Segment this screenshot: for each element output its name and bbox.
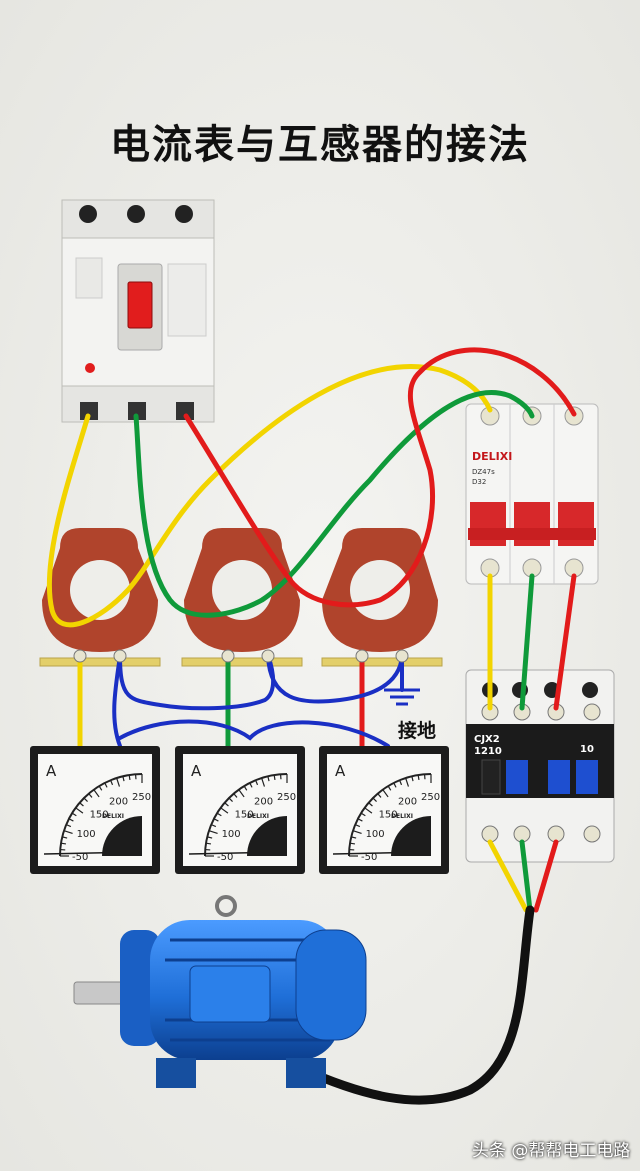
tick-label: -50 [72,852,88,863]
tick-label: 200 [398,797,417,808]
meter-brand: DELIXI [102,813,124,820]
ground-symbol-icon [384,688,420,706]
tick-label: 150 [379,810,398,821]
phase-wires [46,347,577,711]
ground-label: 接地 [398,720,437,742]
tick-label: 150 [90,810,109,821]
contactor-model-2: 1210 [474,746,502,757]
motor-icon [73,895,367,1088]
ct-terminals [73,649,409,663]
tick-label: 100 [222,829,241,840]
current-transformer-2 [181,528,303,667]
miniature-breaker: DELIXI DZ47s D32 [465,403,599,585]
contactor-model-1: CJX2 [474,734,500,745]
watermark: 头条 @帮帮电工电路 [472,1141,631,1161]
meter-brand: DELIXI [247,813,269,820]
molded-case-breaker [61,199,215,423]
tick-label: 200 [109,797,128,808]
breaker-rating: D32 [472,478,486,486]
page-title: 电流表与互感器的接法 [110,122,530,168]
meter-brand: DELIXI [391,813,413,820]
breaker-brand: DELIXI [472,450,512,463]
unit-label: A [46,762,57,780]
ac-contactor: CJX2 1210 10 [465,669,615,863]
motor-cable [295,839,559,1105]
mccb-switch-icon [127,281,153,329]
tick-label: 100 [77,829,96,840]
tick-label: 100 [366,829,385,840]
tick-label: 250 [277,792,296,803]
tick-label: 200 [254,797,273,808]
tick-label: 250 [421,792,440,803]
contactor-number: 10 [580,744,594,755]
tick-label: 250 [132,792,151,803]
unit-label: A [191,762,202,780]
tick-label: -50 [217,852,233,863]
secondary-wires [77,653,404,749]
tick-label: 150 [235,810,254,821]
breaker-model: DZ47s [472,468,495,476]
unit-label: A [335,762,346,780]
tick-label: -50 [361,852,377,863]
